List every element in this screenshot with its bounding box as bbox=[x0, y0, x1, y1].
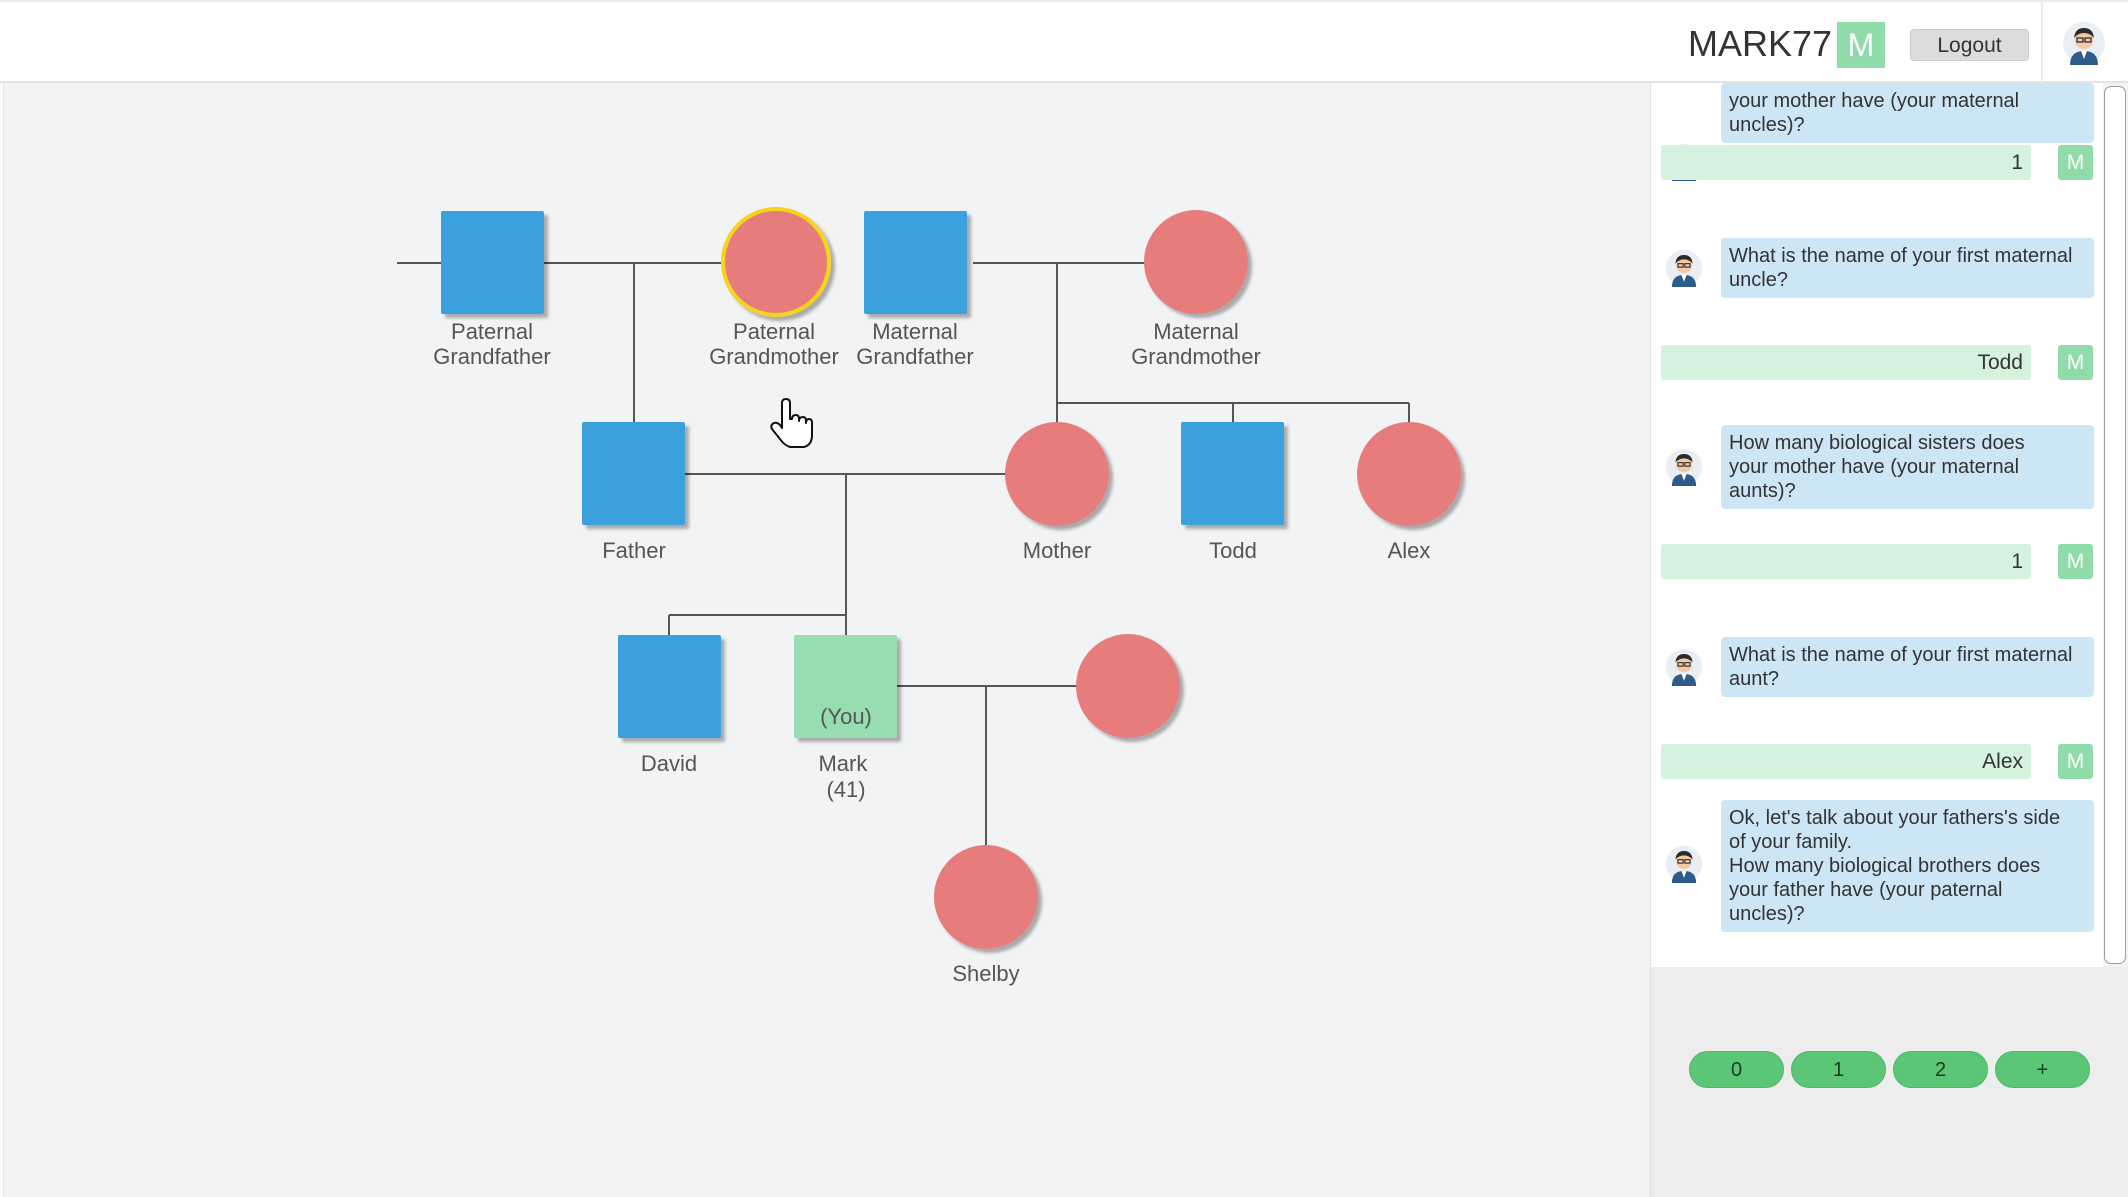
top-header: MARK77 M Logout bbox=[0, 0, 2128, 83]
user-answer-bubble: 1 bbox=[1661, 544, 2031, 579]
female-circle-icon[interactable] bbox=[1005, 422, 1109, 526]
assistant-avatar-icon bbox=[1665, 648, 1703, 686]
female-circle-icon[interactable] bbox=[934, 845, 1038, 949]
self-square-icon[interactable] bbox=[794, 635, 897, 738]
alex-node[interactable]: Alex bbox=[1357, 422, 1461, 563]
you-marker: (You) bbox=[820, 704, 872, 729]
user-answer-row: 1 M bbox=[1661, 544, 2096, 579]
father-node[interactable]: Father bbox=[582, 422, 685, 563]
todd-node[interactable]: Todd bbox=[1181, 422, 1284, 563]
user-answer-row: Alex M bbox=[1661, 744, 2096, 779]
bot-message-bubble: your mother have (your maternal uncles)? bbox=[1721, 83, 2094, 143]
member-label: Father bbox=[602, 538, 666, 563]
member-label: Mark (41) bbox=[818, 751, 873, 802]
bot-message-bubble: What is the name of your first maternal … bbox=[1721, 238, 2094, 298]
member-label: Shelby bbox=[952, 961, 1019, 986]
chat-scrollbar-thumb[interactable] bbox=[2104, 86, 2126, 964]
male-square-icon[interactable] bbox=[618, 635, 721, 738]
bot-message-bubble: What is the name of your first maternal … bbox=[1721, 637, 2094, 697]
member-label: Todd bbox=[1209, 538, 1257, 563]
member-label: Alex bbox=[1388, 538, 1431, 563]
member-label-line: Grandmother bbox=[709, 344, 839, 369]
shelby-node[interactable]: Shelby bbox=[934, 845, 1038, 986]
male-square-icon[interactable] bbox=[582, 422, 685, 525]
self-node[interactable]: (You) Mark (41) bbox=[794, 635, 897, 802]
user-answer-bubble: 1 bbox=[1661, 145, 2031, 180]
male-square-icon[interactable] bbox=[441, 211, 544, 314]
female-circle-icon[interactable] bbox=[1357, 422, 1461, 526]
member-label-line: Grandfather bbox=[856, 344, 973, 369]
member-label-line: Grandfather bbox=[433, 344, 550, 369]
user-answer-row: 1 M bbox=[1661, 145, 2096, 180]
female-circle-icon[interactable] bbox=[721, 207, 831, 317]
chat-panel: your mother have (your maternal uncles)?… bbox=[1650, 83, 2128, 1197]
hand-cursor-icon bbox=[770, 398, 813, 448]
bot-message-bubble: Ok, let's talk about your fathers's side… bbox=[1721, 800, 2094, 932]
chat-log[interactable]: your mother have (your maternal uncles)?… bbox=[1651, 83, 2103, 967]
user-answer-row: Todd M bbox=[1661, 345, 2096, 380]
member-label-line: Grandmother bbox=[1131, 344, 1261, 369]
assistant-avatar-icon bbox=[1665, 448, 1703, 486]
assistant-avatar-icon bbox=[1665, 845, 1703, 883]
david-node[interactable]: David bbox=[618, 635, 721, 776]
header-divider bbox=[2041, 2, 2043, 83]
male-square-icon[interactable] bbox=[864, 211, 967, 314]
user-initial-badge: M bbox=[2058, 145, 2093, 180]
quick-reply-bar: 0 1 2 + bbox=[1689, 1051, 2109, 1089]
quick-reply-0-button[interactable]: 0 bbox=[1689, 1051, 1784, 1088]
assistant-avatar-icon bbox=[1665, 249, 1703, 287]
member-label: David bbox=[641, 751, 697, 776]
user-answer-bubble: Todd bbox=[1661, 345, 2031, 380]
male-square-icon[interactable] bbox=[1181, 422, 1284, 525]
logout-button[interactable]: Logout bbox=[1910, 29, 2029, 61]
female-circle-icon[interactable] bbox=[1076, 634, 1180, 738]
user-initial-badge: M bbox=[2058, 345, 2093, 380]
quick-reply-2-button[interactable]: 2 bbox=[1893, 1051, 1988, 1088]
username-label: MARK77 bbox=[1688, 23, 1833, 64]
assistant-avatar-icon[interactable] bbox=[2062, 21, 2106, 65]
user-answer-bubble: Alex bbox=[1661, 744, 2031, 779]
spouse-node[interactable] bbox=[1076, 634, 1180, 738]
quick-reply-more-button[interactable]: + bbox=[1995, 1051, 2090, 1088]
mother-node[interactable]: Mother bbox=[1005, 422, 1109, 563]
user-initial-badge: M bbox=[2058, 544, 2093, 579]
member-label: Mother bbox=[1023, 538, 1091, 563]
female-circle-icon[interactable] bbox=[1144, 210, 1248, 314]
user-initial-badge: M bbox=[2058, 744, 2093, 779]
user-initial-badge: M bbox=[1837, 22, 1885, 68]
quick-reply-1-button[interactable]: 1 bbox=[1791, 1051, 1886, 1088]
bot-message-bubble: How many biological sisters does your mo… bbox=[1721, 425, 2094, 509]
